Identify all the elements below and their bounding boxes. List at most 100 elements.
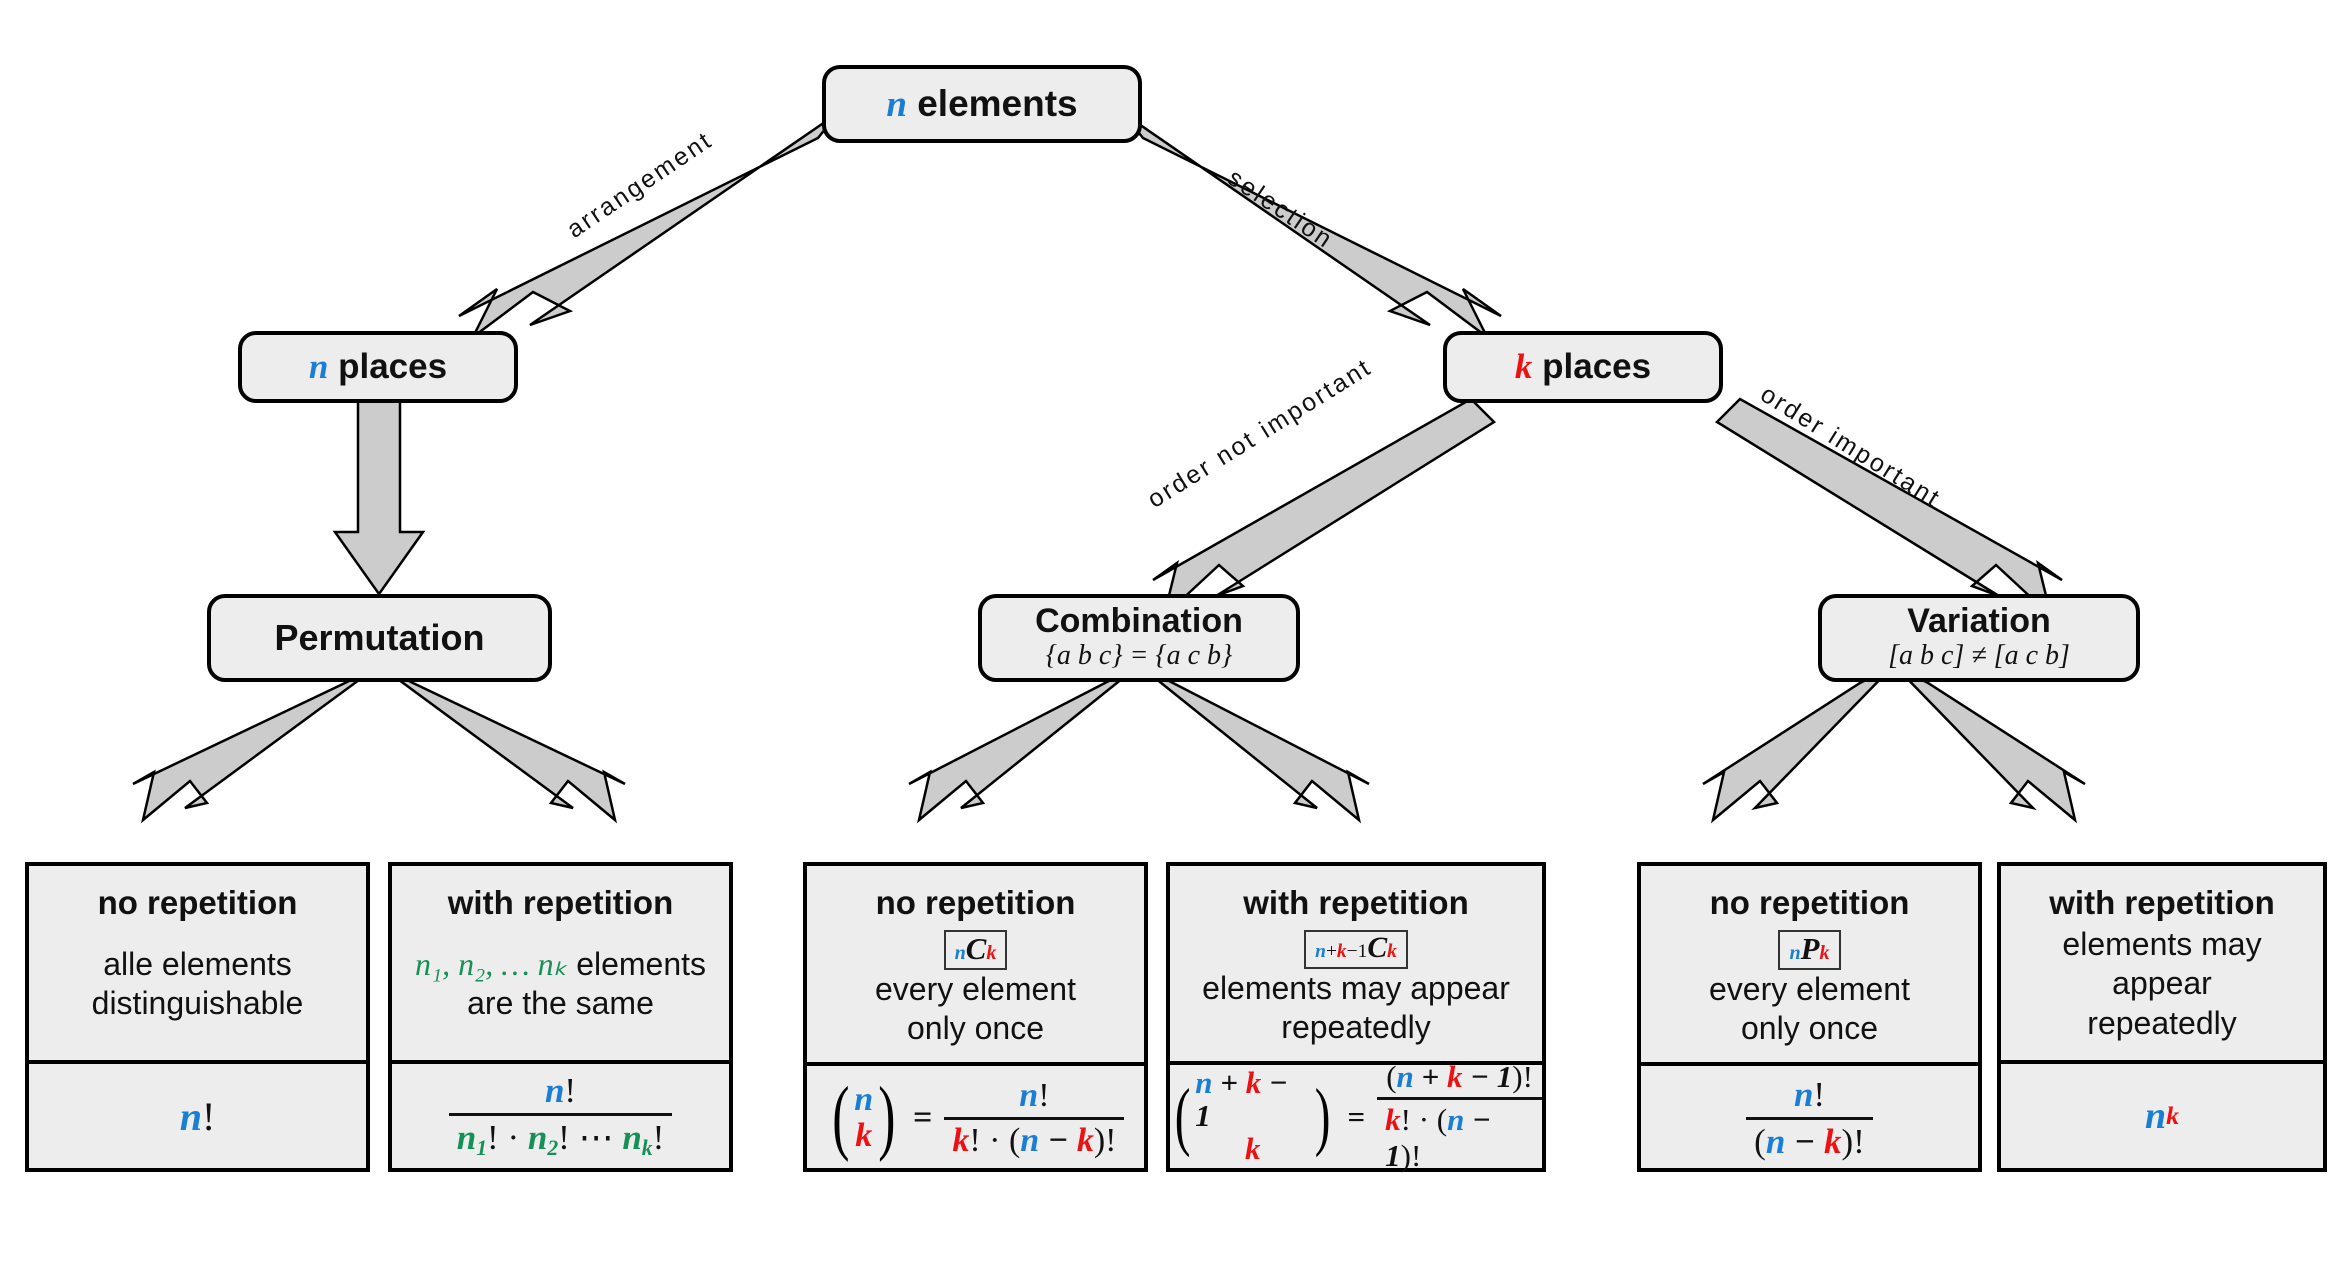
close-paren: ) (1512, 1059, 1523, 1095)
variable-n: n (1195, 1065, 1213, 1101)
leaf-head-text: with repetition (447, 884, 674, 921)
node-n-elements-label: n elements (886, 83, 1077, 126)
node-n-places-text: places (338, 347, 448, 386)
leaf-head: no repetition (29, 866, 366, 922)
variable-n: n (886, 83, 907, 125)
binomial-coefficient: ( n + k − 1 k ) (1170, 1067, 1335, 1166)
node-combination[interactable]: Combination {a b c} = {a c b} (978, 594, 1300, 682)
leaf-description: elements may appear repeatedly (1170, 969, 1542, 1061)
plus-sign: + (1220, 1065, 1238, 1101)
factorial-sign: ! (201, 1093, 216, 1139)
fraction: n! (n − k)! (1746, 1075, 1873, 1162)
leaf-desc-line: are the same (467, 985, 654, 1021)
leaf-desc-line: repeatedly (1281, 1008, 1431, 1045)
node-n-elements-text: elements (917, 82, 1078, 124)
arrow-arrangement (458, 111, 839, 338)
leaf-desc-line: repeatedly (2087, 1004, 2237, 1041)
arrow-selection (1122, 111, 1502, 338)
variable-n: n (1789, 942, 1801, 964)
binom-top: n + k − 1 (1195, 1067, 1310, 1133)
leaf-desc-line: only once (1741, 1010, 1878, 1047)
leaf-head: with repetition n+k−1Ck (1170, 866, 1542, 969)
node-k-places-label: k places (1515, 347, 1651, 387)
node-variation[interactable]: Variation [a b c] ≠ [a c b] (1818, 594, 2140, 682)
variable-n: n (954, 942, 966, 964)
leaf-desc-line: only once (907, 1010, 1044, 1047)
node-permutation[interactable]: Permutation (207, 594, 552, 682)
variable-n1: n1 (456, 1117, 488, 1161)
minus-sign: − (1472, 1102, 1491, 1138)
factorial-sign: ! (1400, 1102, 1411, 1138)
node-n-elements[interactable]: n elements (822, 65, 1142, 143)
leaf-head-text: no repetition (97, 884, 298, 921)
factorial-sign: ! (969, 1121, 981, 1159)
leaf-combination-with-repetition[interactable]: with repetition n+k−1Ck elements may app… (1166, 862, 1546, 1174)
leaf-permutation-no-repetition[interactable]: no repetition alle elements distinguisha… (25, 862, 370, 1172)
denominator: k! · (n − 1)! (1377, 1097, 1542, 1174)
leaf-head-text: with repetition (1243, 884, 1469, 921)
variable-n: n (1447, 1102, 1465, 1138)
variable-k-exponent: k (2166, 1101, 2180, 1130)
leaf-formula: n! (29, 1060, 366, 1168)
leaf-desc-line: elements may appear (2062, 926, 2262, 1002)
variable-n: n (1396, 1059, 1414, 1095)
numerator: n! (1011, 1077, 1057, 1117)
factorial-sign: ! (1038, 1076, 1050, 1114)
denominator: n1! · n2! ⋯ nk! (448, 1112, 673, 1161)
right-paren: ) (1314, 1074, 1331, 1159)
leaf-desc-line: elements may appear (1202, 969, 1510, 1006)
left-paren: ( (831, 1071, 849, 1164)
leaf-permutation-with-repetition[interactable]: with repetition n₁, n₂, … nₖ elements ar… (388, 862, 733, 1172)
arrow-permutation-with-repetition (379, 664, 626, 824)
variable-k: k (1385, 1102, 1401, 1138)
open-paren: ( (1436, 1102, 1448, 1138)
factorial-sign: ! (1813, 1074, 1826, 1114)
node-k-places[interactable]: k places (1443, 331, 1723, 403)
variable-k: k (1446, 1059, 1463, 1095)
leaf-combination-no-repetition[interactable]: no repetition nCk every element only onc… (803, 862, 1148, 1172)
leaf-desc-line: alle elements (103, 945, 292, 982)
open-paren: ( (1386, 1059, 1397, 1095)
leaf-description: n₁, n₂, … nₖ elements are the same (392, 922, 729, 1060)
numerator: n! (537, 1071, 584, 1113)
variable-k: k (952, 1121, 970, 1159)
cdot: · (989, 1121, 1001, 1159)
factorial-sign: ! (1410, 1138, 1422, 1174)
binomial-coefficient: ( n k ) (827, 1071, 901, 1164)
leaf-desc-line: n₁, n₂, … nₖ elements (415, 945, 706, 984)
green-index-list: n₁, n₂, … nₖ (414, 945, 568, 982)
minus-sign: − (1794, 1121, 1816, 1161)
factorial-sign: ! (487, 1117, 499, 1157)
leaf-variation-with-repetition[interactable]: with repetition elements may appear repe… (1997, 862, 2327, 1172)
variable-n: n (179, 1093, 202, 1139)
variable-n: n (854, 1081, 874, 1119)
leaf-head-text: with repetition (2049, 884, 2275, 921)
minus-sign: − (1047, 1121, 1069, 1159)
leaf-description: elements may appear repeatedly (2001, 922, 2323, 1060)
leaf-variation-no-repetition[interactable]: no repetition nPk every element only onc… (1637, 862, 1982, 1172)
symbol-nPk: nPk (1778, 930, 1841, 970)
node-combination-example: {a b c} = {a c b} (1045, 639, 1233, 671)
node-k-places-text: places (1542, 347, 1652, 386)
node-n-places[interactable]: n places (238, 331, 518, 403)
arrow-n-places-to-permutation (332, 395, 426, 597)
cdot: · (507, 1117, 520, 1157)
open-paren: ( (1008, 1121, 1021, 1159)
variable-nk: nk (622, 1117, 653, 1161)
fraction: n! k! · (n − k)! (944, 1077, 1125, 1160)
equals-sign: = (912, 1099, 933, 1137)
variable-k: k (1336, 941, 1347, 962)
variable-k: k (1245, 1065, 1262, 1101)
variable-n: n (544, 1070, 565, 1110)
variable-n: n (1020, 1121, 1040, 1159)
minus-sign: − (1470, 1059, 1490, 1095)
denominator: k! · (n − k)! (944, 1116, 1125, 1160)
leaf-description: every element only once (807, 970, 1144, 1062)
variable-n2: n2 (527, 1117, 559, 1161)
leaf-desc-line: distinguishable (91, 985, 304, 1021)
leaf-description: every element only once (1641, 970, 1978, 1062)
node-variation-label: Variation (1907, 602, 2051, 641)
factorial-sign: ! (1105, 1121, 1117, 1159)
